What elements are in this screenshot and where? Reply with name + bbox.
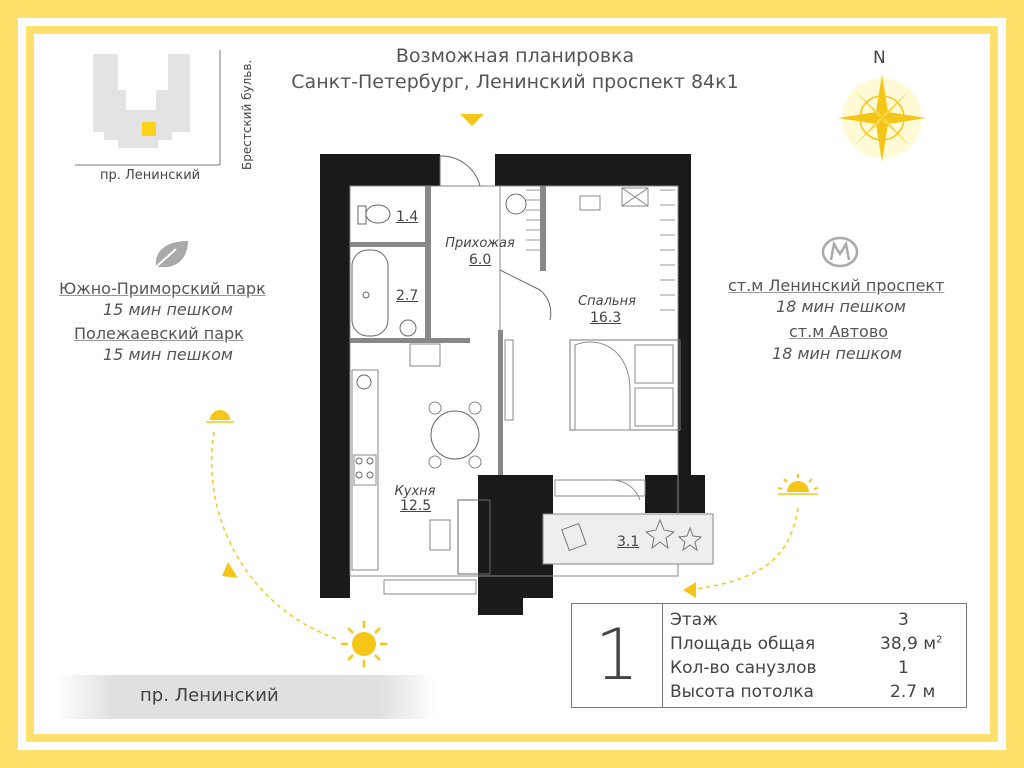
plan-address: Санкт-Петербург, Ленинский проспект 84к1 <box>291 71 739 93</box>
kitchen-label: Кухня <box>394 484 436 499</box>
metro-station-2: ст.м Автово <box>789 322 889 341</box>
minimap-building <box>93 54 190 148</box>
wc-area: 1.4 <box>396 209 419 225</box>
apartment-info-table: 1 Этаж 3 Площадь общая 38,9 м2 Кол-во са… <box>571 603 967 708</box>
site-minimap <box>75 50 221 166</box>
kitchen-area: 12.5 <box>400 498 432 514</box>
area-value-text: 38,9 м <box>880 634 937 654</box>
sun-arc-left-arrow <box>222 562 238 578</box>
toilet-fixture <box>365 204 391 224</box>
park-name-1: Южно-Приморский парк <box>59 279 266 298</box>
bed <box>569 339 681 431</box>
ceiling-value: 2.7 м <box>890 682 936 702</box>
plan-title: Возможная планировка <box>395 45 635 67</box>
bedroom-area: 16.3 <box>590 310 622 326</box>
entrance-marker <box>460 114 484 126</box>
street-bar <box>56 675 436 719</box>
metro-time-2: 18 мин пешком <box>772 344 902 363</box>
sun-icon-west <box>206 410 234 423</box>
park-name-2: Полежаевский парк <box>74 324 244 343</box>
area-label: Площадь общая <box>670 634 816 654</box>
hall-label: Прихожая <box>445 236 515 251</box>
minimap-location-marker <box>142 122 156 136</box>
wardrobe <box>526 189 675 311</box>
sun-icon-south <box>341 621 387 667</box>
metro-icon <box>821 236 859 268</box>
interior-wall-fills <box>350 186 546 475</box>
bathrooms-value: 1 <box>898 658 909 678</box>
bedroom-label: Спальня <box>578 294 636 309</box>
metro-time-1: 18 мин пешком <box>776 297 906 316</box>
bath-area: 2.7 <box>396 288 419 304</box>
metro-station-1: ст.м Ленинский проспект <box>728 276 945 295</box>
compass-icon <box>838 74 926 162</box>
compass-north-label: N <box>873 48 886 68</box>
kitchen-sofa <box>457 499 491 575</box>
ceiling-label: Высота потолка <box>670 682 814 702</box>
hall-area: 6.0 <box>469 252 492 268</box>
sun-arc-right <box>689 507 799 591</box>
balcony-area: 3.1 <box>617 534 640 550</box>
minimap-street-h: пр. Ленинский <box>100 168 201 183</box>
leaf-icon <box>155 241 188 268</box>
area-unit-sup: 2 <box>936 634 943 646</box>
sun-icon-east <box>777 474 819 495</box>
floor-label: Этаж <box>670 610 718 630</box>
floor-plan <box>320 114 714 615</box>
park-time-1: 15 мин пешком <box>103 300 233 319</box>
bathrooms-label: Кол-во санузлов <box>670 658 817 678</box>
sun-arc-right-arrow <box>683 582 696 598</box>
floor-value: 3 <box>898 610 909 630</box>
park-time-2: 15 мин пешком <box>103 345 233 364</box>
street-bottom-label: пр. Ленинский <box>140 685 279 706</box>
rooms-count: 1 <box>572 604 663 707</box>
balcony <box>542 513 714 565</box>
outer-walls <box>320 154 705 615</box>
kitchen-counter <box>351 369 379 571</box>
sun-arc-left <box>210 431 341 641</box>
dining-table <box>430 410 480 460</box>
entrance-door <box>439 155 481 187</box>
bathtub-fixture <box>351 249 389 337</box>
area-value: 38,9 м2 <box>880 634 942 654</box>
